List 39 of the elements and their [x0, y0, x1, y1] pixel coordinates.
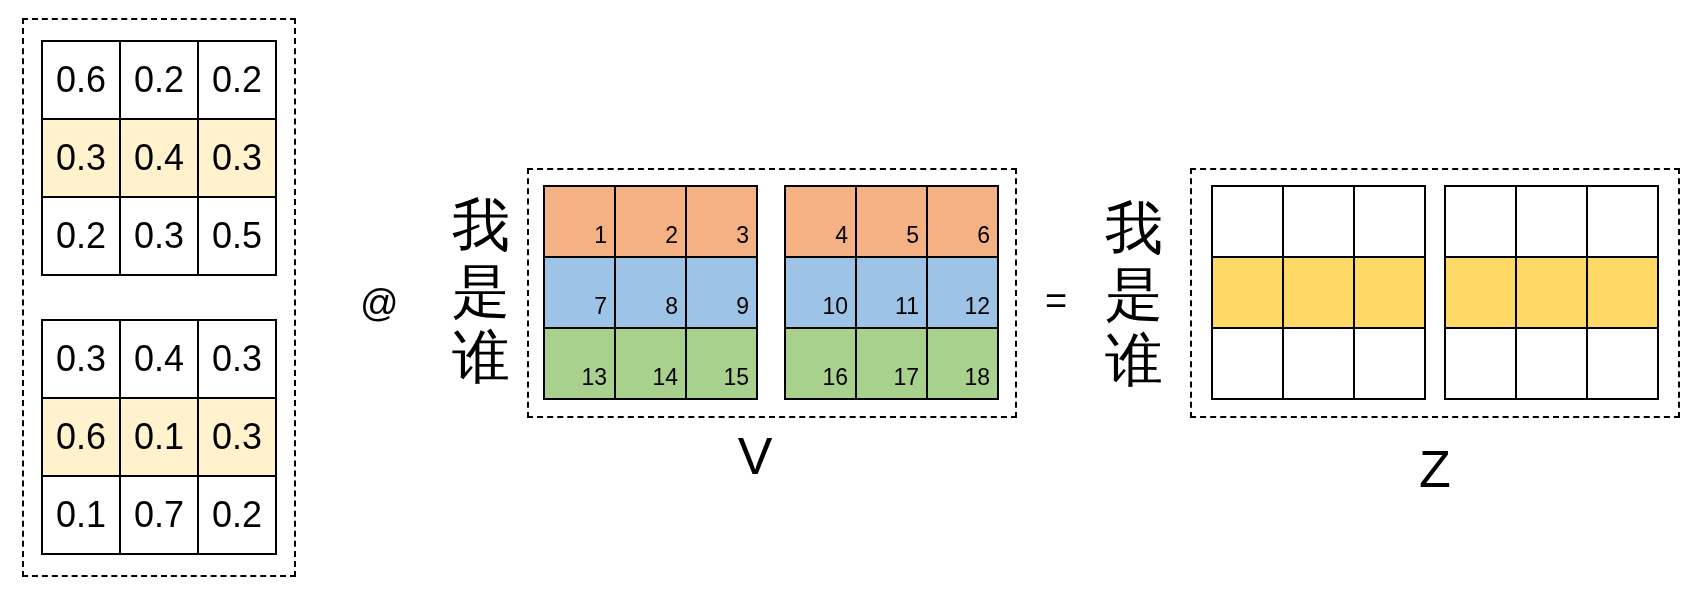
matrix-cell: 4: [784, 185, 857, 258]
matrix-cell: 17: [855, 327, 928, 400]
matrix-name: Z: [1419, 443, 1451, 495]
matrix-cell: 1: [543, 185, 616, 258]
matrix-cell: 0.3: [197, 118, 277, 198]
matrix-cell: 5: [855, 185, 928, 258]
row-label: 我是谁: [1104, 195, 1164, 393]
matrix-cell: 0.3: [197, 397, 277, 477]
matrix-cell: 2: [614, 185, 687, 258]
matrix-cell: 13: [543, 327, 616, 400]
dashed-frame: [22, 18, 296, 577]
operator-symbol: @: [360, 284, 399, 322]
row-label: 我是谁: [451, 192, 511, 390]
matrix-cell: 15: [685, 327, 758, 400]
matrix-cell: 0.2: [197, 40, 277, 120]
matrix-cell: 0.4: [119, 118, 199, 198]
matrix-cell: 0.6: [41, 397, 121, 477]
matrix-cell: 0.3: [41, 319, 121, 399]
matrix-cell: 18: [926, 327, 999, 400]
matrix-cell: 0.2: [41, 196, 121, 276]
matrix-cell: 16: [784, 327, 857, 400]
matrix-cell: 0.1: [119, 397, 199, 477]
matrix-cell: 14: [614, 327, 687, 400]
operator-symbol: =: [1045, 282, 1068, 320]
matrix-cell: 8: [614, 256, 687, 329]
matrix-cell: 0.6: [41, 40, 121, 120]
matrix-cell: 0.3: [197, 319, 277, 399]
matrix-cell: 10: [784, 256, 857, 329]
matrix-cell: 12: [926, 256, 999, 329]
matrix-cell: 7: [543, 256, 616, 329]
matrix-cell: 6: [926, 185, 999, 258]
matrix-cell: 0.1: [41, 475, 121, 555]
matrix-cell: 0.3: [41, 118, 121, 198]
matrix-cell: 3: [685, 185, 758, 258]
matrix-name: V: [737, 430, 773, 482]
matrix-cell: 11: [855, 256, 928, 329]
matrix-cell: 9: [685, 256, 758, 329]
matrix-cell: 0.5: [197, 196, 277, 276]
matrix-cell: 0.2: [197, 475, 277, 555]
